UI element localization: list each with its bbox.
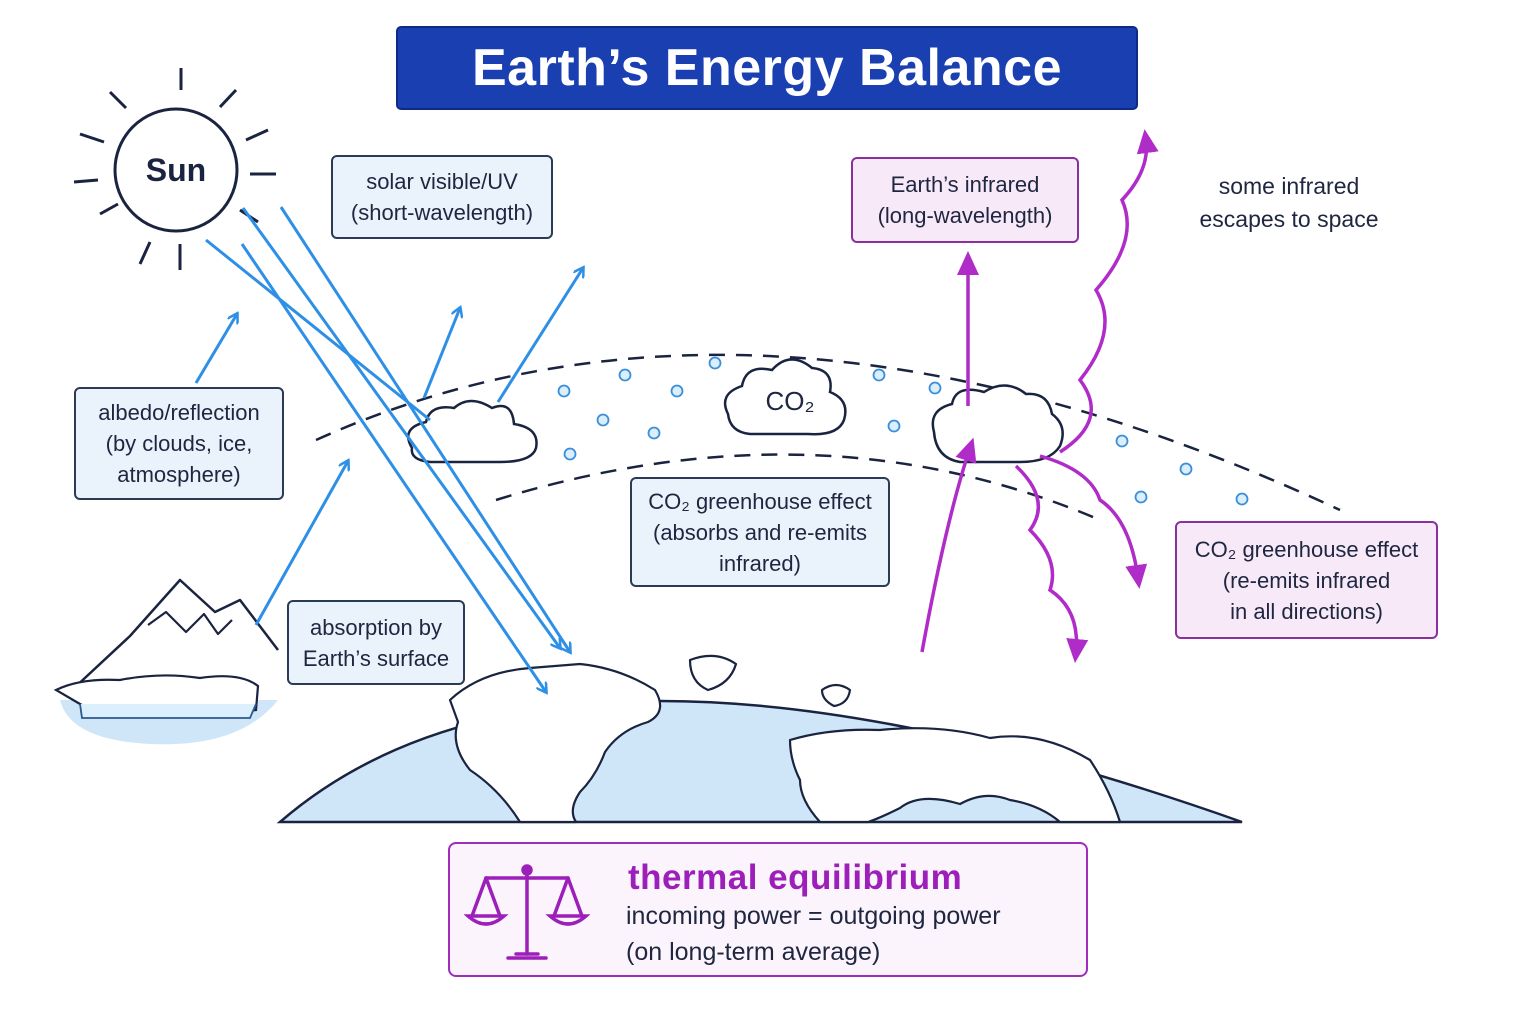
label-line: albedo/reflection	[98, 400, 260, 425]
label-line: some infrared	[1218, 173, 1360, 199]
iceberg-mountain-icon	[53, 578, 279, 745]
infrared-escape-label: some infrared escapes to space	[1180, 170, 1398, 236]
label-line: CO₂ greenhouse effect	[1194, 536, 1419, 562]
co2-molecules	[557, 356, 1249, 506]
label-line: infrared)	[719, 550, 801, 576]
cloud-right-icon	[931, 384, 1064, 464]
label-line: (by clouds, ice,	[105, 431, 253, 456]
label-line: escapes to space	[1199, 206, 1379, 232]
sun-label: Sun	[145, 152, 207, 188]
greenhouse-effect-center-label: CO₂ greenhouse effect (absorbs and re-em…	[630, 477, 890, 587]
label-line: solar visible/UV	[366, 169, 518, 194]
equilibrium-title: thermal equilibrium	[628, 858, 963, 897]
title-banner: Earth’s Energy Balance	[396, 26, 1138, 110]
earth-infrared-label: Earth’s infrared (long-wavelength)	[851, 157, 1079, 243]
albedo-label: albedo/reflection (by clouds, ice, atmos…	[74, 387, 284, 500]
balance-scale-icon	[464, 864, 590, 960]
sun-icon	[73, 68, 276, 270]
label-line: in all directions)	[1230, 598, 1383, 624]
atmosphere-boundary	[315, 353, 1341, 522]
solar-radiation-label: solar visible/UV (short-wavelength)	[331, 155, 553, 239]
label-line: Earth’s infrared	[890, 172, 1040, 197]
earth-globe	[276, 654, 1243, 824]
equilibrium-note: (on long-term average)	[626, 938, 881, 966]
label-line: (re-emits infrared	[1222, 567, 1391, 593]
absorption-label: absorption by Earth’s surface	[287, 600, 465, 685]
page-title: Earth’s Energy Balance	[472, 39, 1062, 97]
co2-cloud-label: CO₂	[765, 386, 815, 416]
thermal-equilibrium-panel: thermal equilibrium incoming power = out…	[448, 842, 1088, 977]
label-line: absorption by	[309, 614, 443, 640]
solar-radiation-rays	[205, 206, 570, 692]
co2-cloud-icon	[723, 358, 847, 436]
label-line: atmosphere)	[117, 462, 241, 487]
label-line: (long-wavelength)	[877, 203, 1053, 228]
greenhouse-effect-right-label: CO₂ greenhouse effect (re-emits infrared…	[1175, 521, 1438, 639]
equilibrium-equation: incoming power = outgoing power	[626, 902, 1001, 930]
label-line: (absorbs and re-emits	[653, 519, 867, 545]
reflected-radiation-arrows	[194, 268, 583, 626]
label-line: Earth’s surface	[302, 645, 450, 671]
label-line: (short-wavelength)	[350, 200, 534, 225]
infrared-radiation-arrows	[920, 129, 1159, 663]
label-line: CO₂ greenhouse effect	[648, 488, 872, 514]
